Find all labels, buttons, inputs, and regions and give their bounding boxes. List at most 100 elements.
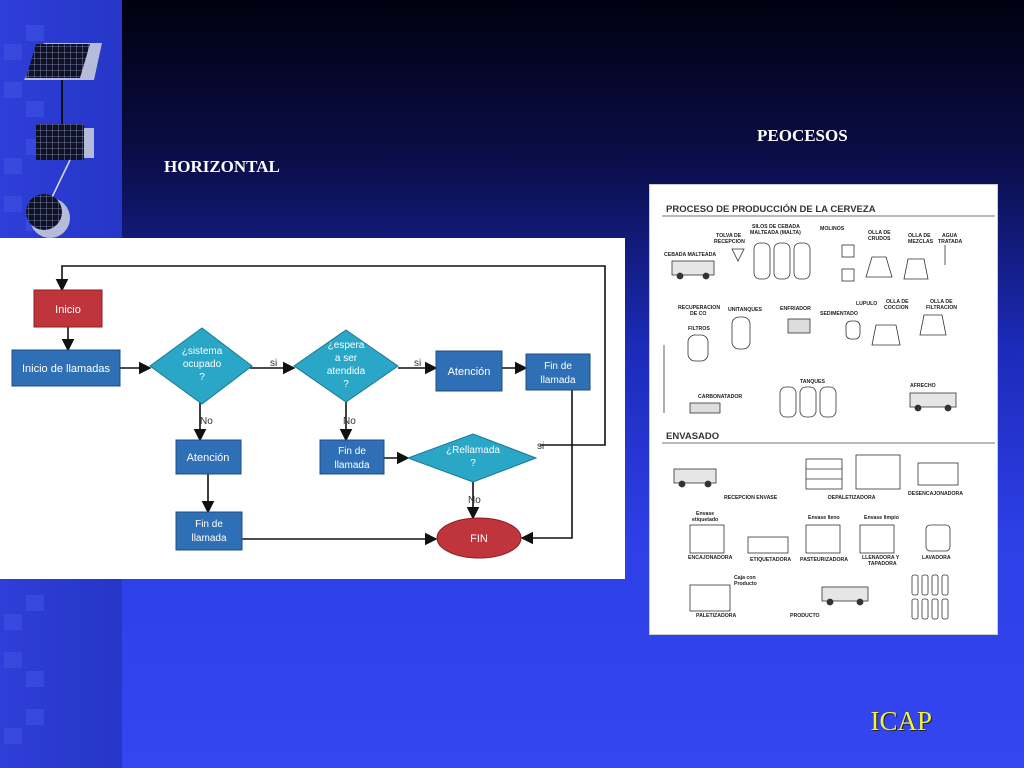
svg-text:ocupado: ocupado <box>183 359 222 370</box>
label-silos: MALTEADA (MALTA) <box>750 230 801 236</box>
flowchart-panel: si si si No No No Inicio Inicio de llama… <box>0 238 625 579</box>
svg-text:?: ? <box>470 458 476 469</box>
decorative-grid-logo <box>24 43 102 238</box>
row2-equipment <box>663 314 947 413</box>
label-tolva: TOLVA DE <box>716 233 742 239</box>
label-pasteurizadora: PASTEURIZADORA <box>800 557 848 563</box>
label-silos: SILOS DE CEBADA <box>752 224 800 230</box>
flowchart-connectors <box>55 265 606 546</box>
label-paletizadora: PALETIZADORA <box>696 613 737 619</box>
strip-square <box>4 652 22 668</box>
node-decision-espera-atendida: ¿espera a ser atendida ? <box>293 329 399 403</box>
label-cebada: CEBADA MALTEADA <box>664 252 716 258</box>
label-sedimentado: SEDIMENTADO <box>820 311 858 317</box>
header-envasado: ENVASADO <box>666 431 719 442</box>
label-molinos: MOLINOS <box>820 226 845 232</box>
label-desencajonadora: DESENCAJONADORA <box>908 491 963 497</box>
label-caja-producto: Producto <box>734 581 757 587</box>
label-producto: PRODUCTO <box>790 613 820 619</box>
slide-title-horizontal: HORIZONTAL <box>164 157 280 176</box>
svg-text:Inicio: Inicio <box>55 304 81 316</box>
svg-text:Fin de: Fin de <box>195 519 223 530</box>
strip-square <box>4 44 22 60</box>
label-agua: TRATADA <box>938 239 963 245</box>
label-encajonadora: ENCAJONADORA <box>688 555 733 561</box>
label-envase-etiquetado: Envase <box>696 511 714 517</box>
edge-label-no: No <box>468 495 481 506</box>
envasado-equipment <box>673 454 959 620</box>
svg-text:¿espera: ¿espera <box>328 340 365 351</box>
label-recepcion-envase: RECEPCION ENVASE <box>724 495 778 501</box>
label-olla-filtracion: OLLA DE <box>930 299 953 305</box>
edge-label-no: No <box>343 416 356 427</box>
strip-square <box>4 158 22 174</box>
label-afrecho: AFRECHO <box>910 383 936 389</box>
label-lavadora: LAVADORA <box>922 555 951 561</box>
node-fin: FIN <box>436 517 522 559</box>
svg-text:atendida: atendida <box>327 366 366 377</box>
label-filtros: FILTROS <box>688 326 710 332</box>
strip-square <box>26 101 44 117</box>
node-fin-llamada-mid: Fin de llamada <box>319 439 385 475</box>
svg-text:?: ? <box>343 379 349 390</box>
node-decision-sistema-ocupado: ¿sistema ocupado ? <box>149 327 253 405</box>
node-atencion-top: Atención <box>435 350 503 392</box>
strip-square <box>4 614 22 630</box>
label-recuperacion: DE CO <box>690 311 706 317</box>
label-llenadora: TAPADORA <box>868 561 897 567</box>
label-depaletizadora: DEPALETIZADORA <box>828 495 876 501</box>
strip-square <box>26 25 44 41</box>
svg-text:Atención: Atención <box>448 366 491 378</box>
node-inicio-llamadas: Inicio de llamadas <box>11 349 121 387</box>
label-tolva: RECEPCION <box>714 239 745 245</box>
label-unitanques: UNITANQUES <box>728 307 762 313</box>
row1-equipment <box>671 242 946 282</box>
beer-production-diagram: PROCESO DE PRODUCCIÓN DE LA CERVEZA CEBA… <box>662 203 995 620</box>
label-lupulo: LUPULO <box>856 301 877 307</box>
node-inicio: Inicio <box>33 289 103 328</box>
label-envase-etiquetado: etiquetado <box>692 517 718 523</box>
edge-label-no: No <box>200 416 213 427</box>
edge-label-si: si <box>270 358 277 369</box>
label-olla-crudos: OLLA DE <box>868 230 891 236</box>
label-enfriador: ENFRIADOR <box>780 306 811 312</box>
label-olla-mezclas: MEZCLAS <box>908 239 934 245</box>
label-envase-limpio: Envase limpio <box>864 515 899 521</box>
svg-text:?: ? <box>199 372 205 383</box>
label-olla-filtracion: FILTRACION <box>926 305 957 311</box>
strip-square <box>4 196 22 212</box>
label-olla-crudos: CRUDOS <box>868 236 891 242</box>
header-production: PROCESO DE PRODUCCIÓN DE LA CERVEZA <box>666 203 876 215</box>
label-tanques: TANQUES <box>800 379 826 385</box>
label-etiquetadora: ETIQUETADORA <box>750 557 791 563</box>
label-olla-mezclas: OLLA DE <box>908 233 931 239</box>
svg-text:¿Rellamada: ¿Rellamada <box>446 445 500 456</box>
svg-text:llamada: llamada <box>540 375 575 386</box>
strip-square <box>26 709 44 725</box>
strip-square <box>4 82 22 98</box>
edge-label-si: si <box>414 358 421 369</box>
node-fin-llamada-bottom: Fin de llamada <box>175 511 243 551</box>
strip-square <box>26 595 44 611</box>
svg-text:llamada: llamada <box>191 533 226 544</box>
strip-square <box>4 728 22 744</box>
slide-title-procesos: PEOCESOS <box>757 126 848 145</box>
label-carbonatador: CARBONATADOR <box>698 394 742 400</box>
strip-square <box>26 671 44 687</box>
svg-text:Fin de: Fin de <box>544 361 572 372</box>
node-decision-rellamada: ¿Rellamada ? <box>406 433 538 483</box>
label-olla-coccion: OLLA DE <box>886 299 909 305</box>
icap-logo: ICAP <box>870 706 932 736</box>
process-diagram-panel: PROCESO DE PRODUCCIÓN DE LA CERVEZA CEBA… <box>649 184 998 635</box>
label-llenadora: LLENADORA Y <box>862 555 900 561</box>
node-atencion-left: Atención <box>175 439 242 475</box>
svg-text:¿sistema: ¿sistema <box>182 346 223 357</box>
label-agua: AGUA <box>942 233 958 239</box>
node-fin-llamada-top: Fin de llamada <box>525 353 591 391</box>
svg-text:Fin de: Fin de <box>338 446 366 457</box>
svg-text:Atención: Atención <box>187 452 230 464</box>
svg-text:llamada: llamada <box>334 460 369 471</box>
flowchart-diagram: si si si No No No Inicio Inicio de llama… <box>11 265 606 559</box>
svg-text:a ser: a ser <box>335 353 358 364</box>
svg-text:FIN: FIN <box>470 533 488 545</box>
